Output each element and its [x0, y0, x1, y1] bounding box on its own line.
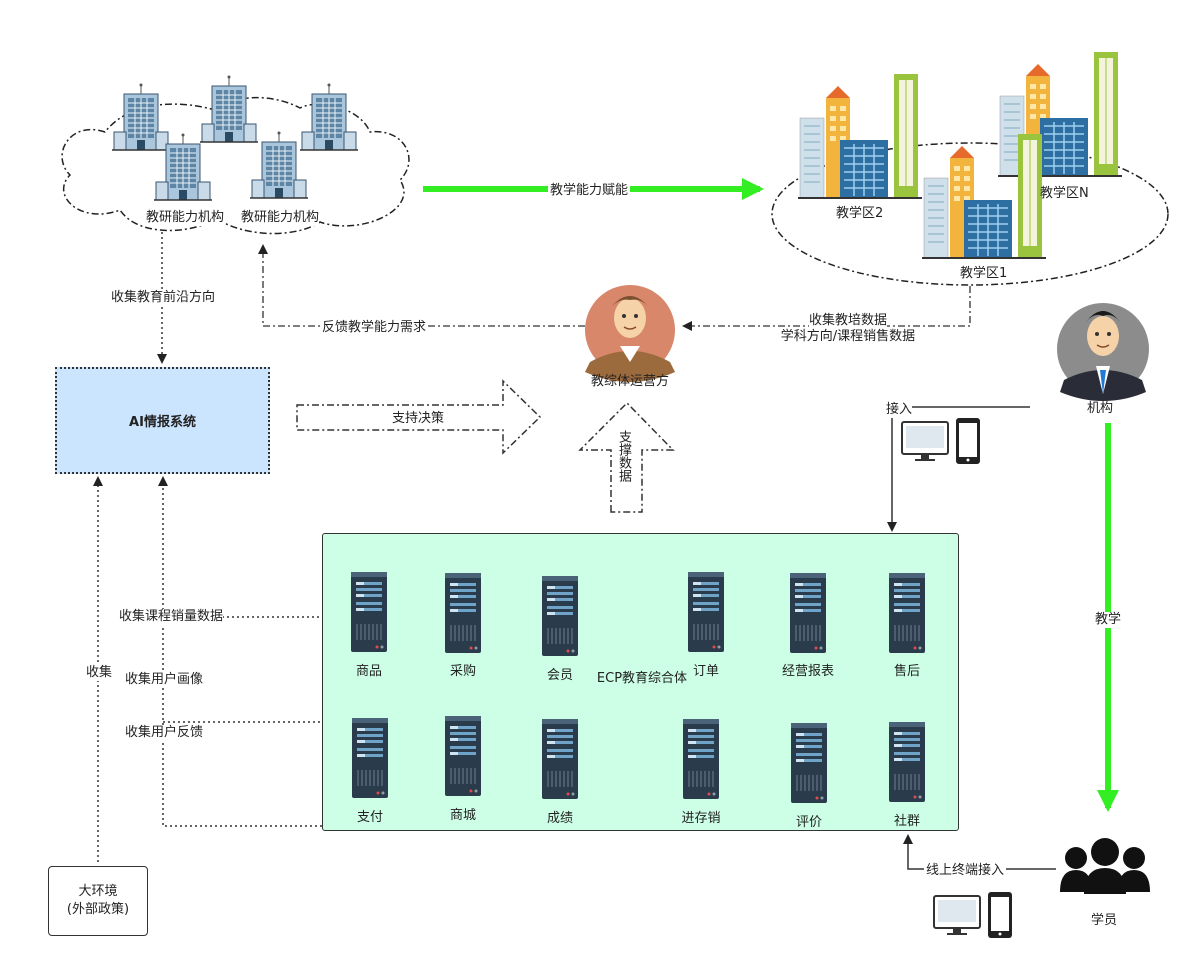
collect-training-label: 学科方向/课程销售数据 — [780, 329, 916, 345]
server-icon — [444, 572, 482, 654]
collect-feedback-label: 收集用户反馈 — [125, 725, 204, 741]
research-label: 教研能力机构 — [146, 210, 225, 226]
collect-training-arrow — [682, 286, 971, 331]
module-label: 社群 — [893, 814, 921, 829]
city-icon — [997, 51, 1123, 177]
institution-avatar — [1057, 303, 1149, 401]
online-access-arrow — [903, 834, 1056, 870]
server-icon — [682, 718, 720, 800]
support-data-arrow — [578, 401, 675, 513]
devices-icon — [901, 417, 981, 465]
students-icon — [1060, 838, 1150, 894]
district-label: 教学区2 — [836, 206, 884, 222]
server-icon — [888, 572, 926, 654]
district-label: 教学区N — [1040, 186, 1089, 201]
server-icon — [350, 571, 388, 653]
server-icon — [687, 571, 725, 653]
collect-label: 收集 — [85, 665, 113, 681]
module-label: 经营报表 — [781, 664, 835, 679]
module-label: 订单 — [692, 664, 720, 679]
module-label: 支付 — [356, 810, 384, 825]
server-icon — [790, 722, 828, 804]
operator-label: 教综体运营方 — [590, 374, 670, 389]
module-label: 评价 — [795, 815, 823, 830]
district-label: 教学区1 — [960, 266, 1008, 282]
module-label: 售后 — [893, 664, 921, 679]
module-label: 商城 — [449, 808, 477, 823]
operator-avatar — [585, 285, 675, 382]
student-label: 学员 — [1090, 913, 1118, 928]
environment-box: 大环境 (外部政策) — [48, 866, 148, 936]
empower-label: 教学能力赋能 — [548, 183, 631, 199]
support-decision-arrow — [296, 379, 542, 455]
devices-icon — [933, 891, 1013, 939]
module-label: 商品 — [355, 664, 383, 679]
collect-profile-label: 收集用户画像 — [125, 672, 204, 688]
research-label: 教研能力机构 — [241, 210, 320, 226]
collect-user-arrow — [158, 476, 322, 827]
institution-label: 机构 — [1086, 401, 1114, 416]
module-label: 进存销 — [681, 811, 721, 826]
server-icon — [789, 572, 827, 654]
online-access-label: 线上终端接入 — [924, 863, 1007, 879]
support-data-label: 支撑数据 — [616, 430, 631, 482]
collect-frontier-label: 收集教育前沿方向 — [110, 290, 216, 306]
ecp-title: ECP教育综合体 — [596, 671, 688, 686]
support-decision-label: 支持决策 — [392, 411, 445, 426]
ai-system-box: AI情报系统 — [55, 367, 270, 474]
environment-label: 大环境 — [78, 884, 118, 899]
city-icon — [797, 73, 923, 199]
feedback-label: 反馈教学能力需求 — [320, 320, 429, 336]
module-label: 会员 — [546, 668, 574, 683]
environment-sublabel: (外部政策) — [66, 902, 130, 917]
collect-sales-label: 收集课程销量数据 — [119, 609, 224, 625]
server-icon — [541, 575, 579, 657]
teach-label: 教学 — [1094, 612, 1122, 628]
server-icon — [444, 715, 482, 797]
server-icon — [541, 718, 579, 800]
collect-training-label: 收集教培数据 — [808, 313, 888, 329]
feedback-arrow — [258, 244, 585, 327]
ai-system-label: AI情报系统 — [129, 415, 196, 430]
server-icon — [351, 717, 389, 799]
ecp-box: 商品 采购 会员 订单 经营报表 售后 支付 商城 成绩 进存销 评价 社群 E… — [322, 533, 959, 831]
access-label: 接入 — [886, 402, 913, 418]
module-label: 成绩 — [546, 811, 574, 826]
server-icon — [888, 721, 926, 803]
module-label: 采购 — [449, 664, 477, 679]
